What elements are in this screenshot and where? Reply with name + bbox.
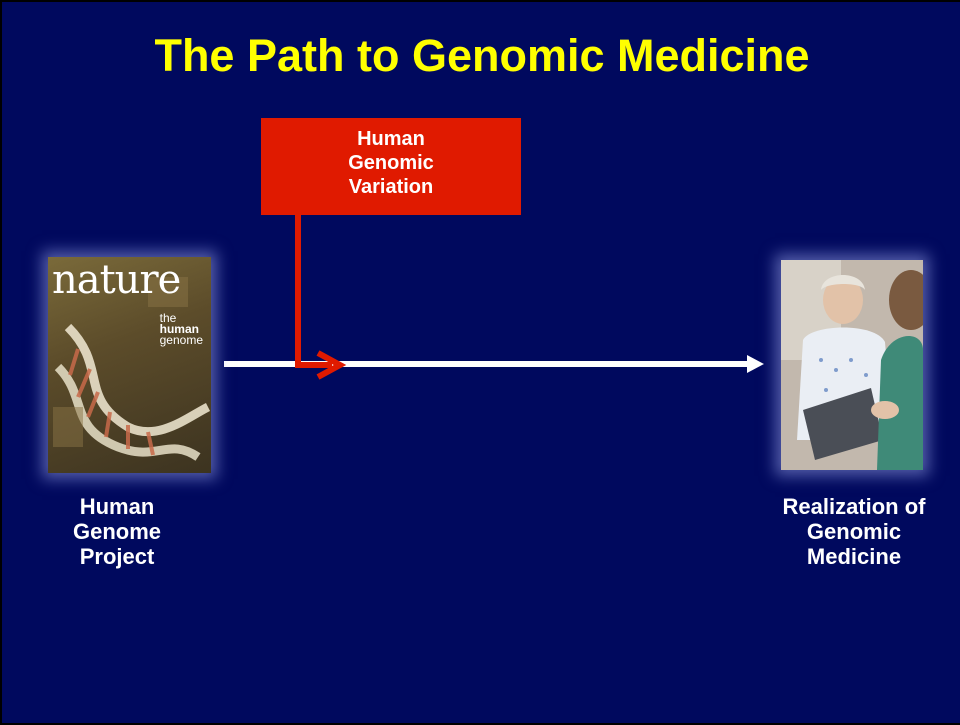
human-genome-project-caption: Human Genome Project [32, 494, 202, 569]
main-arrow-head [747, 355, 764, 373]
nature-cover-image: nature the human genome [48, 257, 211, 473]
cover-line-3: genome [160, 333, 203, 347]
cover-subtitle: the human genome [160, 313, 203, 346]
cover-masthead: nature [52, 257, 180, 303]
patient-doctor-photo [781, 260, 923, 470]
variation-box: Human Genomic Variation [261, 118, 521, 215]
variation-arrow [298, 214, 332, 365]
patient-doctor-graphic [781, 260, 923, 470]
variation-box-label: Human Genomic Variation [348, 127, 434, 199]
genomic-medicine-caption: Realization of Genomic Medicine [746, 494, 960, 569]
